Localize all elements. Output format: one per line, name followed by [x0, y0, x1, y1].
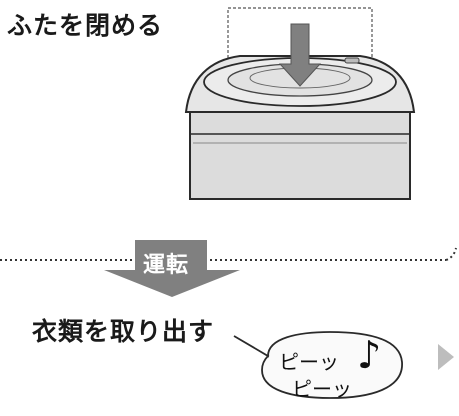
step-close-lid-title: ふたを閉める [7, 11, 164, 40]
machine-body [189, 111, 411, 200]
beep-text-1: ピーッ [279, 350, 339, 374]
lid-down-arrow-icon [278, 23, 322, 87]
beep-text-2: ピーッ [292, 377, 352, 401]
eighth-note-icon: ♪ [357, 333, 382, 377]
speech-bubble [233, 331, 403, 399]
open-lid-outline [227, 7, 373, 68]
step-run-label: 運転 [143, 253, 190, 278]
step-take-out-title: 衣類を取り出す [32, 317, 215, 346]
next-triangle-icon [438, 344, 454, 370]
run-arrow-icon [104, 240, 240, 297]
